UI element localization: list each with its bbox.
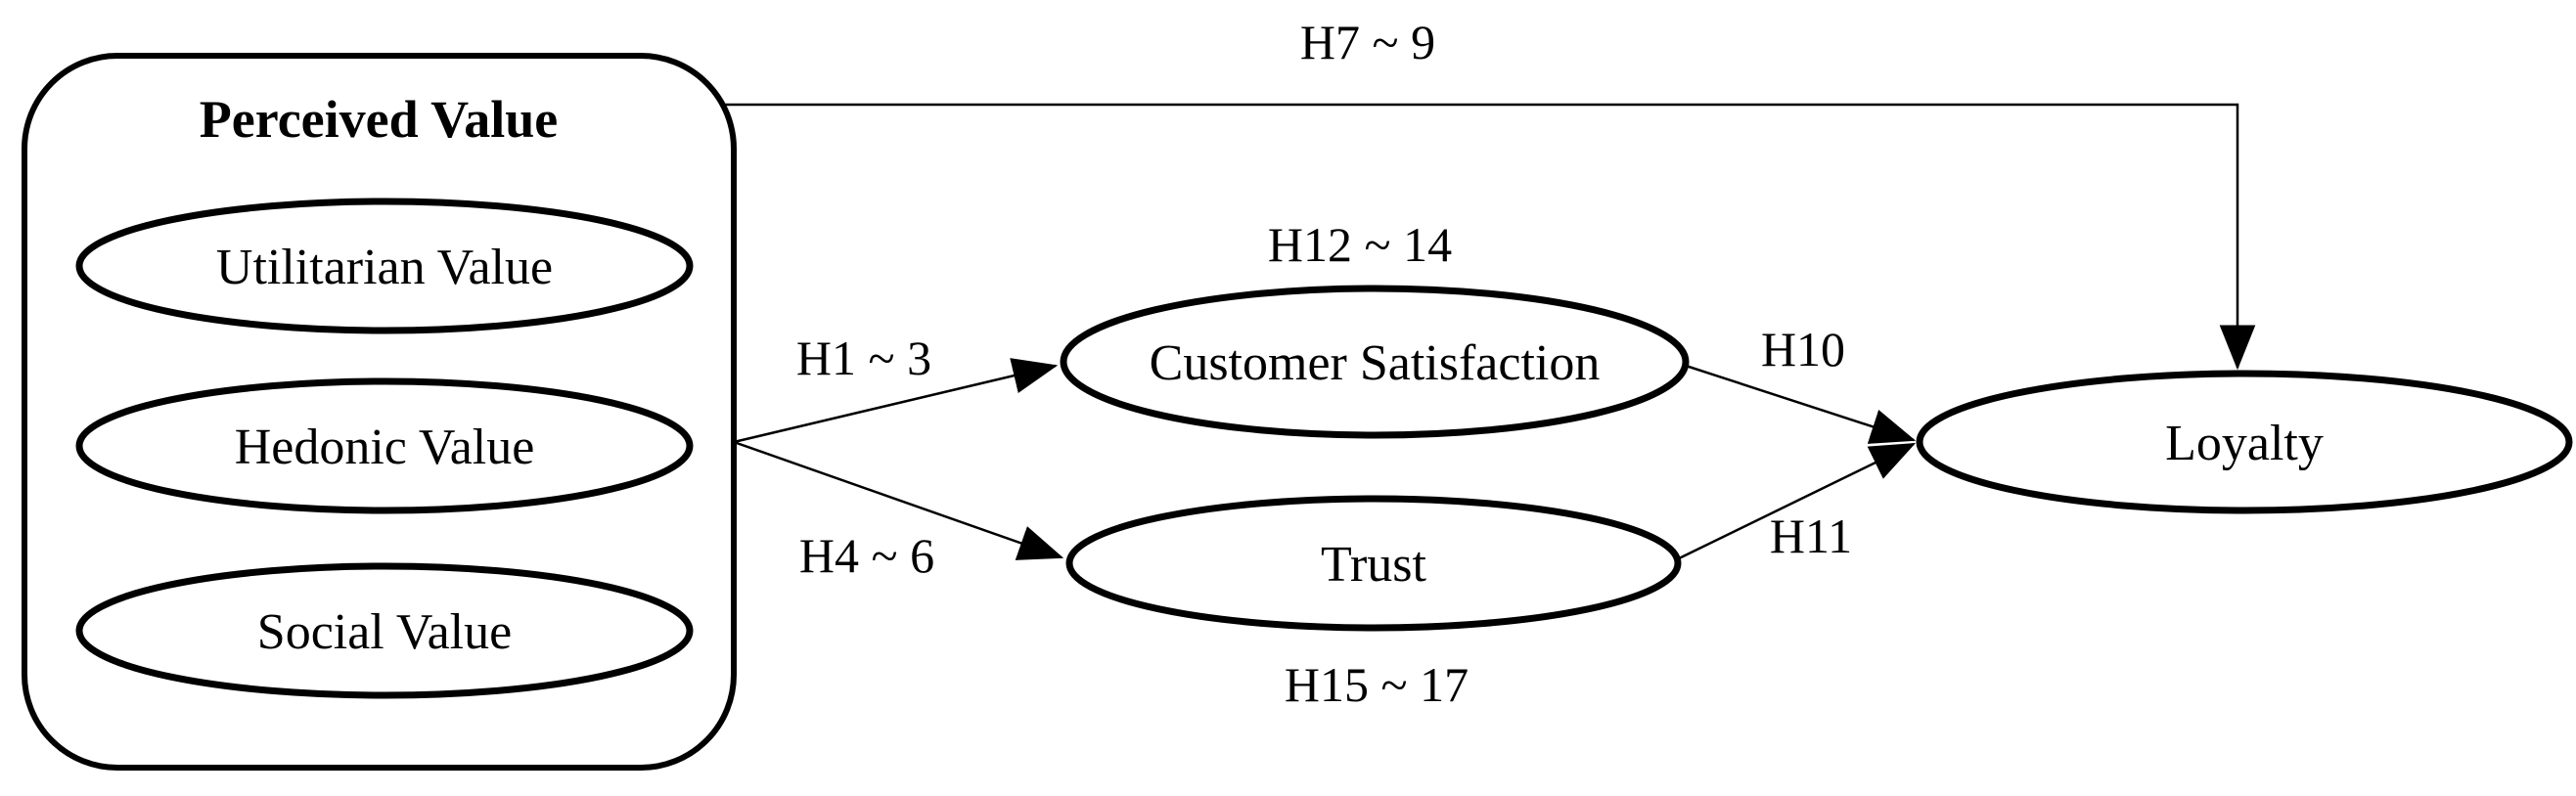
label-h15-17: H15 ~ 17 <box>1285 657 1469 712</box>
customer-satisfaction-node <box>1060 285 1690 439</box>
social-value-label: Social Value <box>257 604 512 660</box>
edge-h7-9-perceived-value-to-loyalty <box>720 103 2256 371</box>
edge-h1-3-perceived-value-to-customer-satisfaction <box>733 358 1059 444</box>
loyalty-node <box>1916 370 2573 514</box>
label-h10: H10 <box>1761 322 1845 376</box>
label-h4-6: H4 ~ 6 <box>799 528 934 583</box>
edge-h10-customer-satisfaction-to-loyalty <box>1679 362 1917 444</box>
social-value-node <box>75 562 694 699</box>
label-h7-9: H7 ~ 9 <box>1300 15 1435 69</box>
label-h11: H11 <box>1770 509 1852 563</box>
customer-satisfaction-label: Customer Satisfaction <box>1150 335 1601 391</box>
edge-h4-6-perceived-value-to-trust <box>733 440 1064 560</box>
trust-label: Trust <box>1321 537 1426 593</box>
label-h1-3: H1 ~ 3 <box>796 331 931 385</box>
edge-h11-trust-to-loyalty <box>1672 442 1917 563</box>
perceived-value-title: Perceived Value <box>200 90 558 149</box>
utilitarian-value-node <box>75 198 694 334</box>
trust-node <box>1065 495 1682 632</box>
utilitarian-value-label: Utilitarian Value <box>216 240 553 295</box>
hedonic-value-node <box>75 377 694 514</box>
hedonic-value-label: Hedonic Value <box>235 420 535 475</box>
label-h12-14: H12 ~ 14 <box>1268 217 1452 272</box>
loyalty-label: Loyalty <box>2165 416 2324 471</box>
